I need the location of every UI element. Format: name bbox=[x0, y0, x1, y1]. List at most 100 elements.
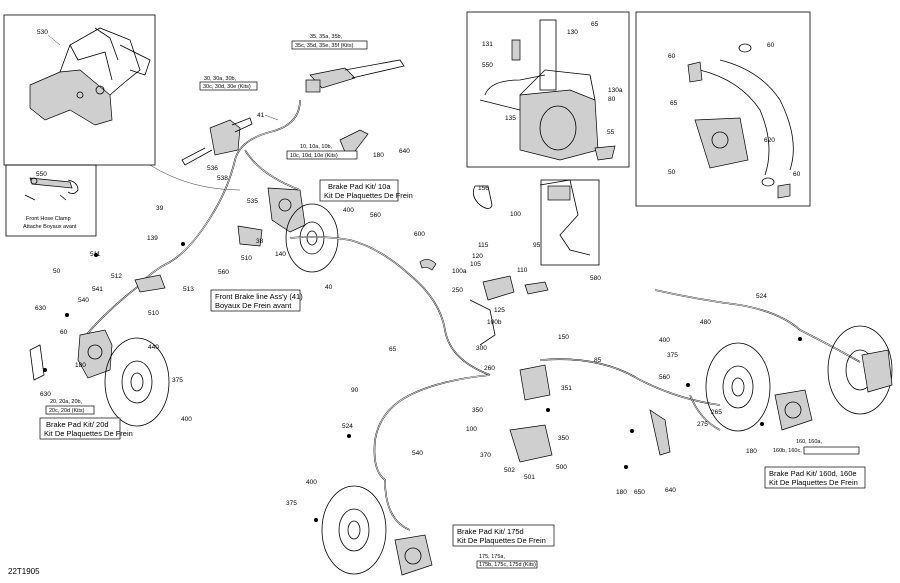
label-370: 370 bbox=[480, 452, 491, 459]
front-disc-left-illustration bbox=[104, 337, 170, 427]
kit-20d-en: Brake Pad Kit/ 20d bbox=[46, 420, 109, 429]
label-350-a: 350 bbox=[472, 407, 483, 414]
label-132: 131 bbox=[482, 41, 493, 48]
clamp-label-en: Front Hose Clamp bbox=[26, 216, 71, 222]
label-550-clamp: 550 bbox=[36, 171, 47, 178]
kit-175-b: 175b, 175c, 175d (Kits) bbox=[479, 562, 536, 568]
label-300: 300 bbox=[476, 345, 487, 352]
bracket-530-illustration bbox=[29, 27, 151, 126]
kit-10a-en: Brake Pad Kit/ 10a bbox=[328, 182, 391, 191]
leader-41 bbox=[264, 114, 279, 121]
label-600: 600 bbox=[414, 231, 425, 238]
label-350-b: 350 bbox=[558, 435, 569, 442]
label-105: 105 bbox=[470, 261, 481, 268]
label-400-right: 400 bbox=[659, 337, 670, 344]
label-375-bottom: 375 bbox=[286, 500, 297, 507]
front-caliper-upper-illustration bbox=[237, 187, 306, 247]
label-180-left: 180 bbox=[75, 362, 86, 369]
label-60-tr-b: 65 bbox=[670, 100, 678, 107]
kit-175d-fr: Kit De Plaquettes De Frein bbox=[457, 536, 546, 545]
kit-175-box bbox=[476, 560, 538, 569]
kit-20-b: 20c, 20d (Kits) bbox=[49, 408, 85, 414]
abs-center-illustration bbox=[469, 179, 591, 463]
front-line-box bbox=[210, 289, 301, 312]
label-180-bottom: 180 bbox=[616, 489, 627, 496]
label-139: 139 bbox=[147, 235, 158, 242]
front-caliper-left-illustration bbox=[29, 274, 166, 381]
label-440: 440 bbox=[148, 344, 159, 351]
label-524-a: 524 bbox=[342, 423, 353, 430]
label-85: 85 bbox=[594, 357, 602, 364]
kit-35-b: 35c, 35d, 35e, 35f (Kits) bbox=[295, 43, 354, 49]
kit-10a-fr: Kit De Plaquettes De Frein bbox=[324, 191, 413, 200]
kit-35-box bbox=[291, 40, 368, 50]
label-260: 260 bbox=[484, 365, 495, 372]
label-130: 130a bbox=[608, 87, 623, 94]
label-55: 60 bbox=[668, 53, 676, 60]
rear-disc-bottom-illustration bbox=[321, 485, 387, 575]
label-100a: 100a bbox=[452, 268, 467, 275]
label-60-tr-a: 60 bbox=[767, 42, 775, 49]
kit-10a-box bbox=[319, 179, 399, 202]
label-180-right: 180 bbox=[746, 448, 757, 455]
label-39: 39 bbox=[156, 205, 164, 212]
kit-160d-fr: Kit De Plaquettes De Frein bbox=[769, 478, 858, 487]
kit-160d-en: Brake Pad Kit/ 160d, 160e bbox=[769, 469, 857, 478]
label-50-tr: 60 bbox=[793, 171, 801, 178]
label-513: 513 bbox=[183, 286, 194, 293]
label-131: 550 bbox=[482, 62, 493, 69]
label-275: 275 bbox=[697, 421, 708, 428]
kit-30-a: 30, 30a, 30b, bbox=[204, 76, 237, 82]
kit-175d-en: Brake Pad Kit/ 175d bbox=[457, 527, 524, 536]
kit-10-box bbox=[286, 150, 358, 160]
inset-indicator-line bbox=[149, 164, 241, 191]
kit-175d-box bbox=[452, 524, 555, 547]
front-line-en: Front Brake line Ass'y (41) bbox=[215, 292, 303, 301]
label-265: 265 bbox=[711, 409, 722, 416]
label-38: 38 bbox=[256, 238, 264, 245]
label-65-center: 65 bbox=[389, 346, 397, 353]
label-180-top: 180 bbox=[373, 152, 384, 159]
label-650: 650 bbox=[634, 489, 645, 496]
label-80: 135 bbox=[505, 115, 516, 122]
label-351: 351 bbox=[561, 385, 572, 392]
label-512: 512 bbox=[111, 273, 122, 280]
abs-bracket-illustration bbox=[687, 43, 794, 199]
label-500: 500 bbox=[556, 464, 567, 471]
label-560-right: 560 bbox=[659, 374, 670, 381]
label-560-a: 560 bbox=[218, 269, 229, 276]
label-65-abs: 130 bbox=[567, 29, 578, 36]
label-90: 90 bbox=[351, 387, 359, 394]
label-60-left: 60 bbox=[60, 329, 68, 336]
label-110: 110 bbox=[517, 267, 528, 274]
label-65-tr: 620 bbox=[764, 137, 775, 144]
label-400-left: 400 bbox=[181, 416, 192, 423]
drawing-number: 22T1905 bbox=[8, 567, 40, 576]
label-640-bottom: 640 bbox=[665, 487, 676, 494]
rear-caliper-right-illustration bbox=[649, 349, 893, 456]
label-375-left: 375 bbox=[172, 377, 183, 384]
label-95: 95 bbox=[533, 242, 541, 249]
label-502: 502 bbox=[504, 467, 515, 474]
kit-175-a: 175, 175a, bbox=[479, 554, 505, 560]
label-630-a: 630 bbox=[35, 305, 46, 312]
label-125: 125 bbox=[494, 307, 505, 314]
label-135: 55 bbox=[607, 129, 615, 136]
label-120: 120 bbox=[472, 253, 483, 260]
hose-600-illustration bbox=[419, 259, 437, 271]
label-130a: 80 bbox=[608, 96, 616, 103]
abs-module-illustration bbox=[479, 19, 616, 161]
hose-clamp-illustration bbox=[24, 177, 79, 201]
label-640-top: 640 bbox=[399, 148, 410, 155]
label-140: 140 bbox=[275, 251, 286, 258]
label-400-bottom: 400 bbox=[306, 479, 317, 486]
inset-abs-module-frame bbox=[466, 11, 630, 168]
kit-20-a: 20, 20a, 20b, bbox=[50, 399, 83, 405]
label-524-b: 524 bbox=[756, 293, 767, 300]
inset-sensor-frame bbox=[540, 179, 600, 266]
label-510-a: 510 bbox=[241, 255, 252, 262]
master-cylinder-illustration bbox=[181, 59, 405, 166]
inset-abs-bracket-frame bbox=[635, 11, 811, 207]
